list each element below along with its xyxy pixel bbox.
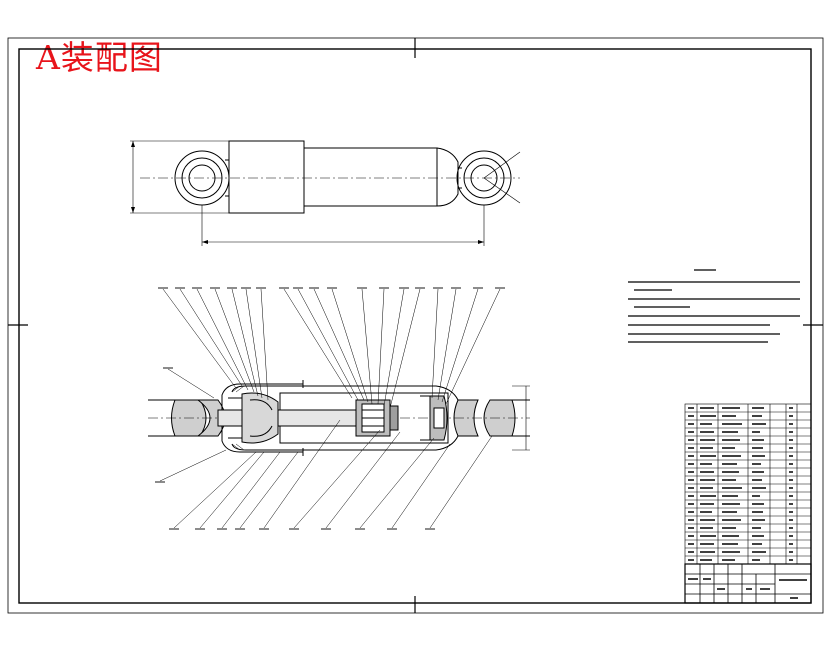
title-block (684, 563, 812, 604)
technical-notes (628, 269, 800, 343)
parts-list-entries (688, 407, 793, 561)
centering-marks (8, 38, 823, 613)
leader-ticks-bottom (155, 481, 435, 530)
title-block-entries (688, 578, 807, 599)
drawing-title: A装配图 (36, 38, 163, 77)
parts-list-table (684, 403, 812, 565)
leader-lines-bottom (159, 419, 493, 529)
leader-lines-top (162, 288, 501, 409)
leader-ticks-top (158, 287, 505, 369)
external-view (130, 140, 521, 246)
section-view (148, 380, 530, 456)
